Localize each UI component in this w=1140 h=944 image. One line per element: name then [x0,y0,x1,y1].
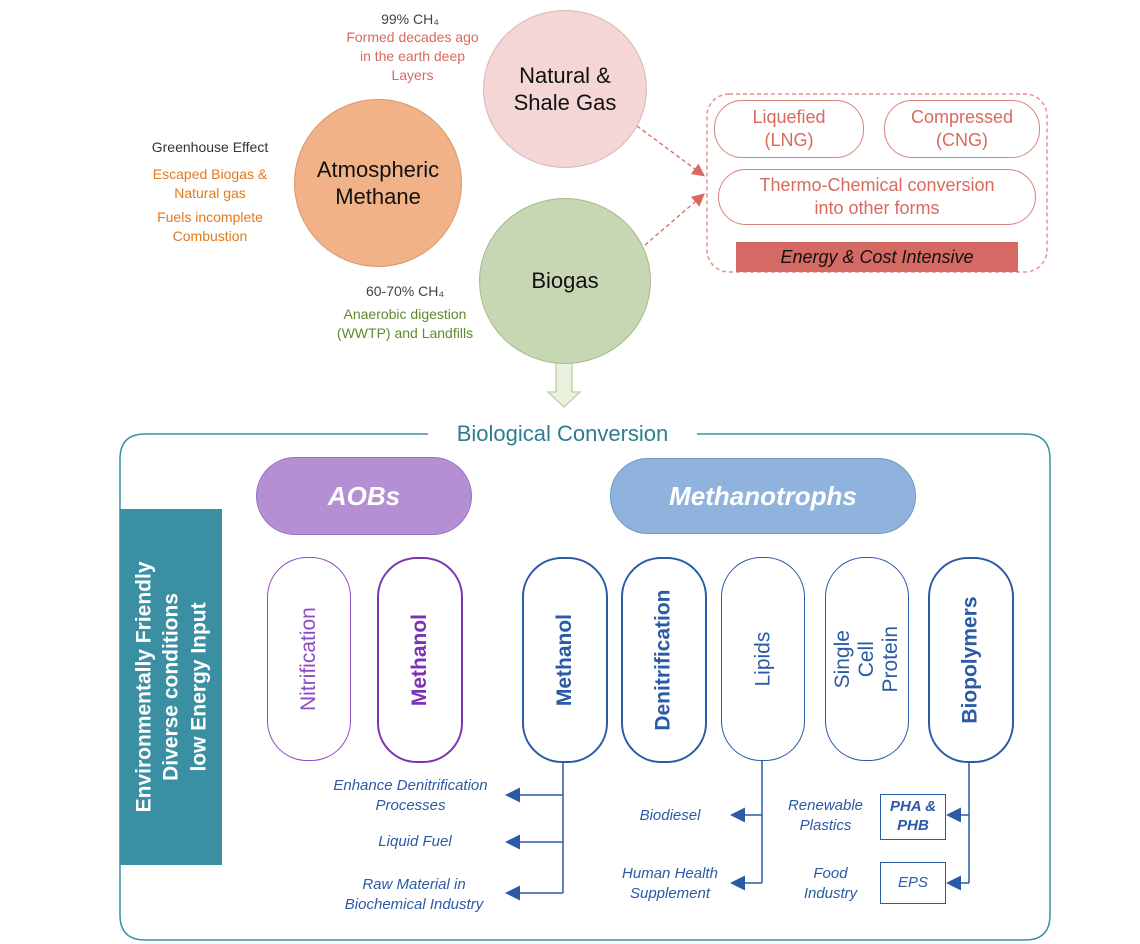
env-friendly-bar: Environmentally Friendly Diverse conditi… [120,509,222,865]
raw-material-note: Raw Material in Biochemical Industry [344,876,484,914]
methanol-pill: Methanol [522,557,608,763]
side-line-1: Environmentally Friendly [132,561,156,813]
side-line-2: Diverse conditions [159,593,183,781]
scp-label: Single Cell Protein [830,625,903,693]
methanotrophs-header: Methanotrophs [610,458,916,534]
lng-pill: Liquefied (LNG) [714,100,864,158]
biogas-ch4: 60-70% CH₄ [365,283,445,299]
nitrification-pill: Nitrification [267,557,351,761]
food-industry-note: Food Industry [803,865,858,903]
aob-methanol-label: Methanol [407,613,431,707]
energy-cost-label: Energy & Cost Intensive [780,246,974,267]
nitrification-label: Nitrification [296,607,320,711]
greenhouse-label: Greenhouse Effect [151,139,269,155]
atmospheric-methane-circle: Atmospheric Methane [294,99,462,267]
biopolymers-label: Biopolymers [958,596,982,724]
lipids-label: Lipids [750,631,774,687]
renewable-plastics-note: Renewable Plastics [787,797,864,835]
lng-label: Liquefied (LNG) [752,106,826,150]
biogas-note: Anaerobic digestion (WWTP) and Landfills [336,306,474,341]
down-arrow [546,361,582,408]
biopolymers-pill: Biopolymers [928,557,1014,763]
conventional-dashed-box [706,93,1048,273]
aobs-header: AOBs [256,457,472,535]
bio-title: Biological Conversion [456,421,669,446]
escaped-biogas-note: Escaped Biogas & Natural gas [152,166,268,201]
atmospheric-title: Atmospheric Methane [316,156,440,210]
eps-box: EPS [880,862,946,904]
pha-phb-box: PHA & PHB [880,794,946,840]
denitrification-pill: Denitrification [621,557,707,763]
aobs-label: AOBs [327,480,401,511]
fuels-combustion-note: Fuels incomplete Combustion [157,209,263,244]
cng-label: Compressed (CNG) [910,106,1014,150]
natural-gas-note: Formed decades ago in the earth deep Lay… [346,29,479,83]
denitrification-label: Denitrification [651,589,675,731]
biogas-circle: Biogas [479,198,651,364]
enhance-denitrification-note: Enhance Denitrification Processes [333,777,488,815]
cng-pill: Compressed (CNG) [884,100,1040,158]
human-health-note: Human Health Supplement [622,865,718,903]
thermo-pill: Thermo-Chemical conversion into other fo… [718,169,1036,225]
biodiesel-note: Biodiesel [639,807,701,824]
eps-label: EPS [897,873,928,891]
biogas-title: Biogas [531,268,599,294]
bio-frame [119,433,1051,941]
liquid-fuel-note: Liquid Fuel [378,833,452,850]
natural-gas-circle: Natural & Shale Gas [483,10,647,168]
biogas-arrow [644,193,705,246]
natural-gas-ch4: 99% CH₄ [381,11,439,27]
scp-pill: Single Cell Protein [825,557,909,761]
natural-gas-title: Natural & Shale Gas [513,62,617,116]
lipids-pill: Lipids [721,557,805,761]
side-line-3: low Energy Input [186,602,210,772]
thermo-label: Thermo-Chemical conversion into other fo… [759,174,995,218]
methanotrophs-label: Methanotrophs [669,480,857,511]
energy-cost-banner: Energy & Cost Intensive [736,242,1018,272]
natural-gas-arrow [636,125,706,177]
aob-methanol-pill: Methanol [377,557,463,763]
pha-phb-label: PHA & PHB [889,798,937,834]
methanol-label: Methanol [552,613,576,707]
